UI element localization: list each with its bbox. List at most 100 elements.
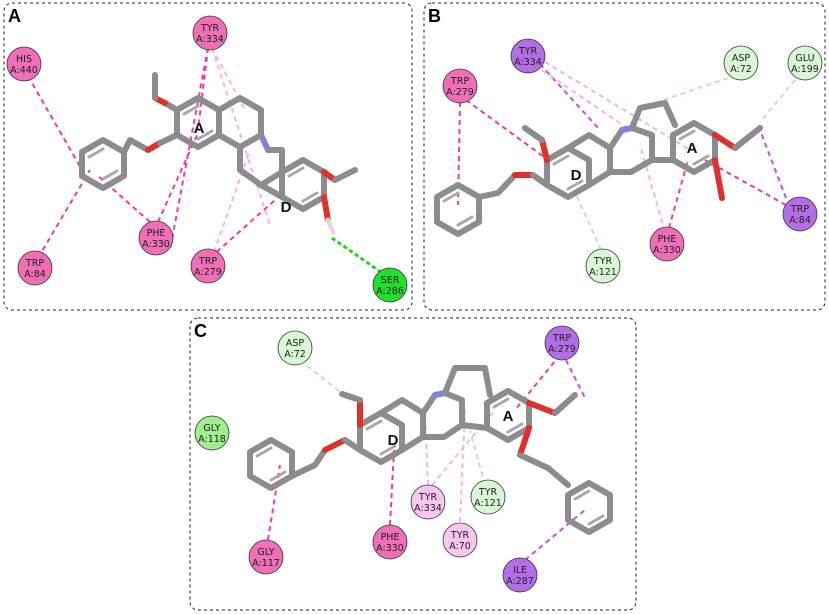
residue-circle bbox=[544, 325, 580, 361]
svg-text:A:334: A:334 bbox=[196, 34, 224, 45]
panel-c-ring-label: A bbox=[503, 408, 514, 425]
svg-text:TYR: TYR bbox=[450, 530, 470, 541]
svg-text:PHE: PHE bbox=[147, 228, 166, 239]
svg-text:GLU: GLU bbox=[795, 53, 814, 64]
residue-circle bbox=[6, 46, 42, 82]
svg-text:TYR: TYR bbox=[200, 23, 220, 34]
svg-text:A:330: A:330 bbox=[376, 543, 404, 554]
panel-a-ring-label: A bbox=[194, 120, 205, 137]
residue-node: TRP A:279 bbox=[544, 325, 580, 361]
svg-text:A:117: A:117 bbox=[252, 558, 280, 569]
residue-node: GLY A:118 bbox=[194, 415, 230, 451]
interaction-line bbox=[759, 129, 787, 199]
panel-b-ring-label: D bbox=[571, 167, 582, 184]
svg-text:TRP: TRP bbox=[198, 256, 217, 267]
interaction-line bbox=[524, 509, 586, 561]
svg-text:HIS: HIS bbox=[16, 54, 32, 65]
interaction-line bbox=[211, 47, 271, 226]
svg-text:TRP: TRP bbox=[450, 76, 469, 87]
residue-node: PHE A:330 bbox=[138, 220, 174, 256]
residue-node: TYR A:121 bbox=[585, 248, 621, 284]
residue-node: PHE A:330 bbox=[649, 226, 685, 262]
interaction-line bbox=[96, 174, 151, 223]
svg-text:A:279: A:279 bbox=[194, 267, 222, 278]
residue-node: TRP A:279 bbox=[190, 248, 226, 284]
svg-text:A:279: A:279 bbox=[446, 87, 474, 98]
residue-circle bbox=[442, 68, 478, 104]
svg-text:TYR: TYR bbox=[593, 256, 613, 267]
interaction-line bbox=[514, 354, 561, 411]
svg-text:TYR: TYR bbox=[478, 487, 498, 498]
interaction-line bbox=[331, 236, 386, 277]
residue-node: TYR A:334 bbox=[510, 38, 546, 74]
oxygen-atom bbox=[517, 425, 532, 458]
residue-circle bbox=[649, 226, 685, 262]
residue-circle bbox=[723, 45, 759, 81]
residue-circle bbox=[192, 15, 228, 51]
svg-text:GLY: GLY bbox=[257, 547, 274, 558]
panel-c-label: C bbox=[194, 321, 207, 341]
interaction-line bbox=[759, 79, 796, 123]
svg-text:PHE: PHE bbox=[381, 532, 400, 543]
interaction-line bbox=[299, 359, 351, 401]
oxygen-atom bbox=[322, 437, 348, 453]
svg-text:ASP: ASP bbox=[732, 53, 751, 64]
panel-c-interactions bbox=[267, 354, 586, 561]
svg-text:A:334: A:334 bbox=[414, 503, 442, 514]
panel-c-ligand bbox=[247, 365, 613, 535]
residue-circle bbox=[190, 248, 226, 284]
residue-node: TRP A:84 bbox=[782, 196, 818, 232]
residue-node: TRP A:84 bbox=[17, 250, 53, 286]
residue-circle bbox=[194, 415, 230, 451]
svg-text:TRP: TRP bbox=[552, 333, 571, 344]
residue-circle bbox=[17, 250, 53, 286]
svg-text:A:330: A:330 bbox=[142, 239, 170, 250]
interaction-line bbox=[639, 144, 666, 233]
svg-text:A:70: A:70 bbox=[449, 541, 471, 552]
residue-circle bbox=[372, 524, 408, 560]
interaction-line bbox=[539, 63, 601, 131]
oxygen-atom bbox=[526, 400, 558, 416]
residue-circle bbox=[502, 557, 538, 593]
interaction-line bbox=[469, 429, 486, 486]
interaction-line bbox=[574, 191, 602, 251]
residue-node: SER A:286 bbox=[372, 267, 408, 303]
svg-text:A:72: A:72 bbox=[284, 349, 306, 360]
panel-a-ligand bbox=[79, 72, 358, 235]
oxygen-atom bbox=[712, 157, 725, 201]
svg-text:ILE: ILE bbox=[513, 565, 527, 576]
residue-circle bbox=[470, 479, 506, 515]
residue-circle bbox=[138, 220, 174, 256]
residue-node: ILE A:287 bbox=[502, 557, 538, 593]
svg-text:A:286: A:286 bbox=[376, 286, 404, 297]
interaction-line bbox=[465, 99, 556, 166]
residue-node: ASP A:72 bbox=[277, 330, 313, 366]
interaction-line bbox=[157, 132, 199, 223]
interaction-line bbox=[209, 199, 276, 259]
residue-node: TRP A:279 bbox=[442, 68, 478, 104]
interaction-line bbox=[639, 77, 729, 109]
residue-node: HIS A:440 bbox=[6, 46, 42, 82]
svg-text:PHE: PHE bbox=[658, 234, 677, 245]
residue-circle bbox=[510, 38, 546, 74]
residue-circle bbox=[372, 267, 408, 303]
residue-node: GLU A:199 bbox=[787, 45, 823, 81]
panel-b-frame bbox=[423, 2, 826, 311]
svg-text:TRP: TRP bbox=[790, 204, 809, 215]
svg-text:TRP: TRP bbox=[25, 258, 44, 269]
residue-node: TYR A:334 bbox=[410, 484, 446, 520]
svg-text:TYR: TYR bbox=[518, 46, 538, 57]
svg-text:A:84: A:84 bbox=[789, 215, 811, 226]
panel-b-ligand bbox=[434, 100, 763, 237]
interaction-line bbox=[37, 169, 91, 259]
panel-a-interactions bbox=[27, 47, 386, 277]
residue-circle bbox=[787, 45, 823, 81]
interaction-line bbox=[541, 69, 631, 131]
residue-node: PHE A:330 bbox=[372, 524, 408, 560]
residue-node: TYR A:70 bbox=[442, 522, 478, 558]
oxygen-atom bbox=[321, 194, 331, 223]
svg-text:A:72: A:72 bbox=[730, 64, 752, 75]
svg-text:A:440: A:440 bbox=[10, 65, 38, 76]
svg-text:A:334: A:334 bbox=[514, 57, 542, 68]
svg-text:A:279: A:279 bbox=[548, 344, 576, 355]
